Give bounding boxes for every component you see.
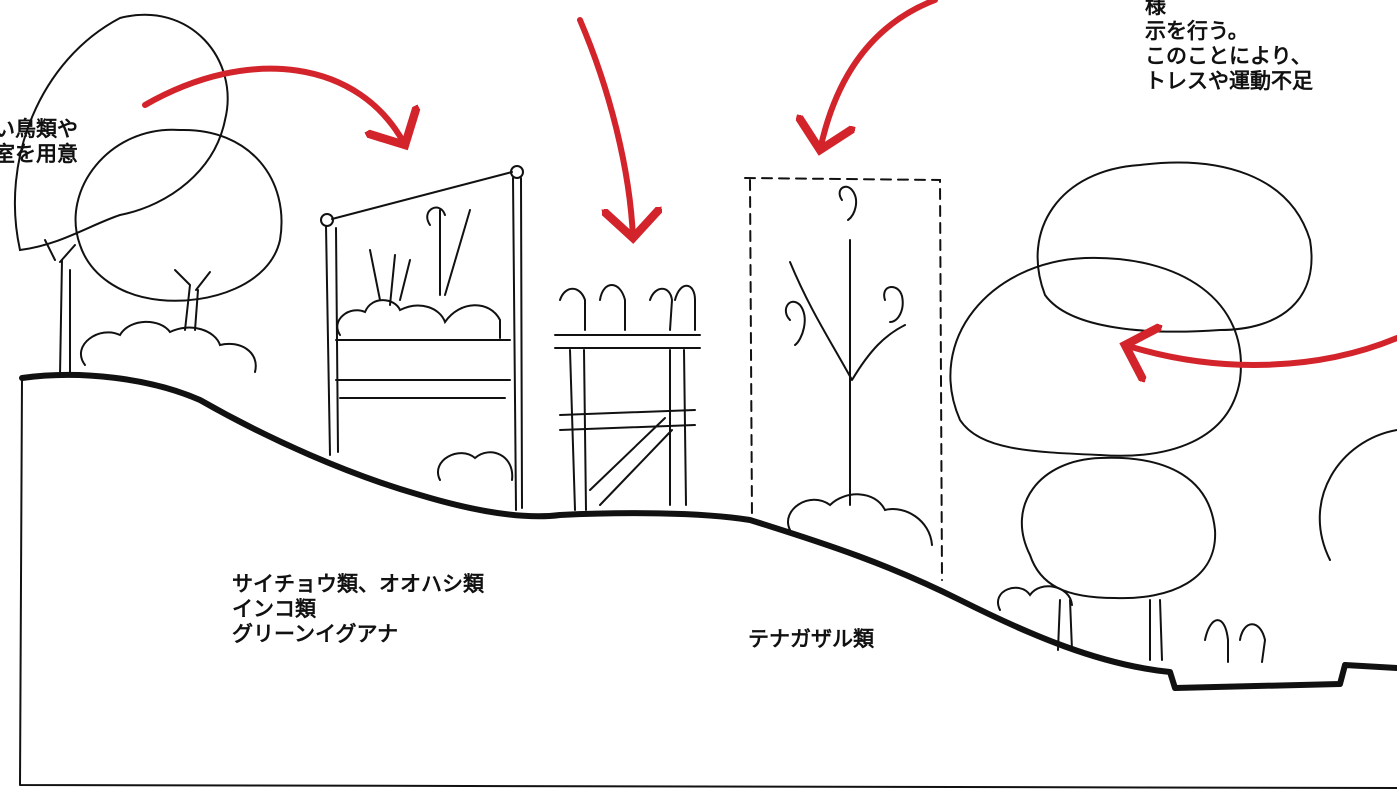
section-label-birds: サイチョウ類、オオハシ類 インコ類 グリーンイグアナ bbox=[232, 572, 484, 647]
tree-icon bbox=[13, 13, 229, 252]
callout-text-top-right: 様 示を行う。 このことにより、 トレスや運動不足 bbox=[1145, 0, 1313, 94]
tree-icon bbox=[1020, 456, 1217, 600]
species-line: サイチョウ類、オオハシ類 bbox=[232, 572, 484, 596]
species-line: グリーンイグアナ bbox=[232, 622, 399, 646]
section-label-gibbons: テナガザル類 bbox=[748, 627, 874, 651]
callout-line: このことにより、 bbox=[1145, 44, 1312, 68]
callout-line: 様 bbox=[1145, 0, 1166, 18]
tree-icon bbox=[949, 256, 1242, 457]
callout-text-left: い鳥類や 室を用意 bbox=[0, 117, 78, 167]
visitor-figure-icon bbox=[1204, 619, 1267, 663]
callout-line: トレスや運動不足 bbox=[1145, 69, 1313, 93]
shrub-icon bbox=[79, 320, 257, 373]
left-trees bbox=[13, 13, 283, 376]
callout-arrows bbox=[142, 0, 1397, 365]
right-trees bbox=[949, 161, 1397, 663]
tree-icon bbox=[1318, 429, 1397, 561]
gibbon-enclosure bbox=[744, 177, 943, 581]
curved-arrow-icon bbox=[1125, 338, 1397, 365]
curved-arrow-icon bbox=[577, 17, 633, 238]
callout-line: 室を用意 bbox=[0, 142, 78, 166]
curved-arrow-icon bbox=[142, 65, 405, 145]
tree-icon bbox=[74, 128, 283, 302]
callout-line: い鳥類や bbox=[0, 117, 78, 141]
species-line: インコ類 bbox=[232, 597, 316, 621]
tree-icon bbox=[1036, 161, 1313, 333]
ground-section bbox=[19, 372, 1397, 789]
curved-arrow-icon bbox=[820, 0, 938, 150]
observation-deck-icon bbox=[554, 284, 701, 511]
visitor-figure-icon bbox=[559, 284, 696, 331]
aviary-frame-icon bbox=[320, 165, 524, 511]
climbing-pole-icon bbox=[789, 239, 906, 506]
callout-line: 示を行う。 bbox=[1145, 19, 1249, 43]
